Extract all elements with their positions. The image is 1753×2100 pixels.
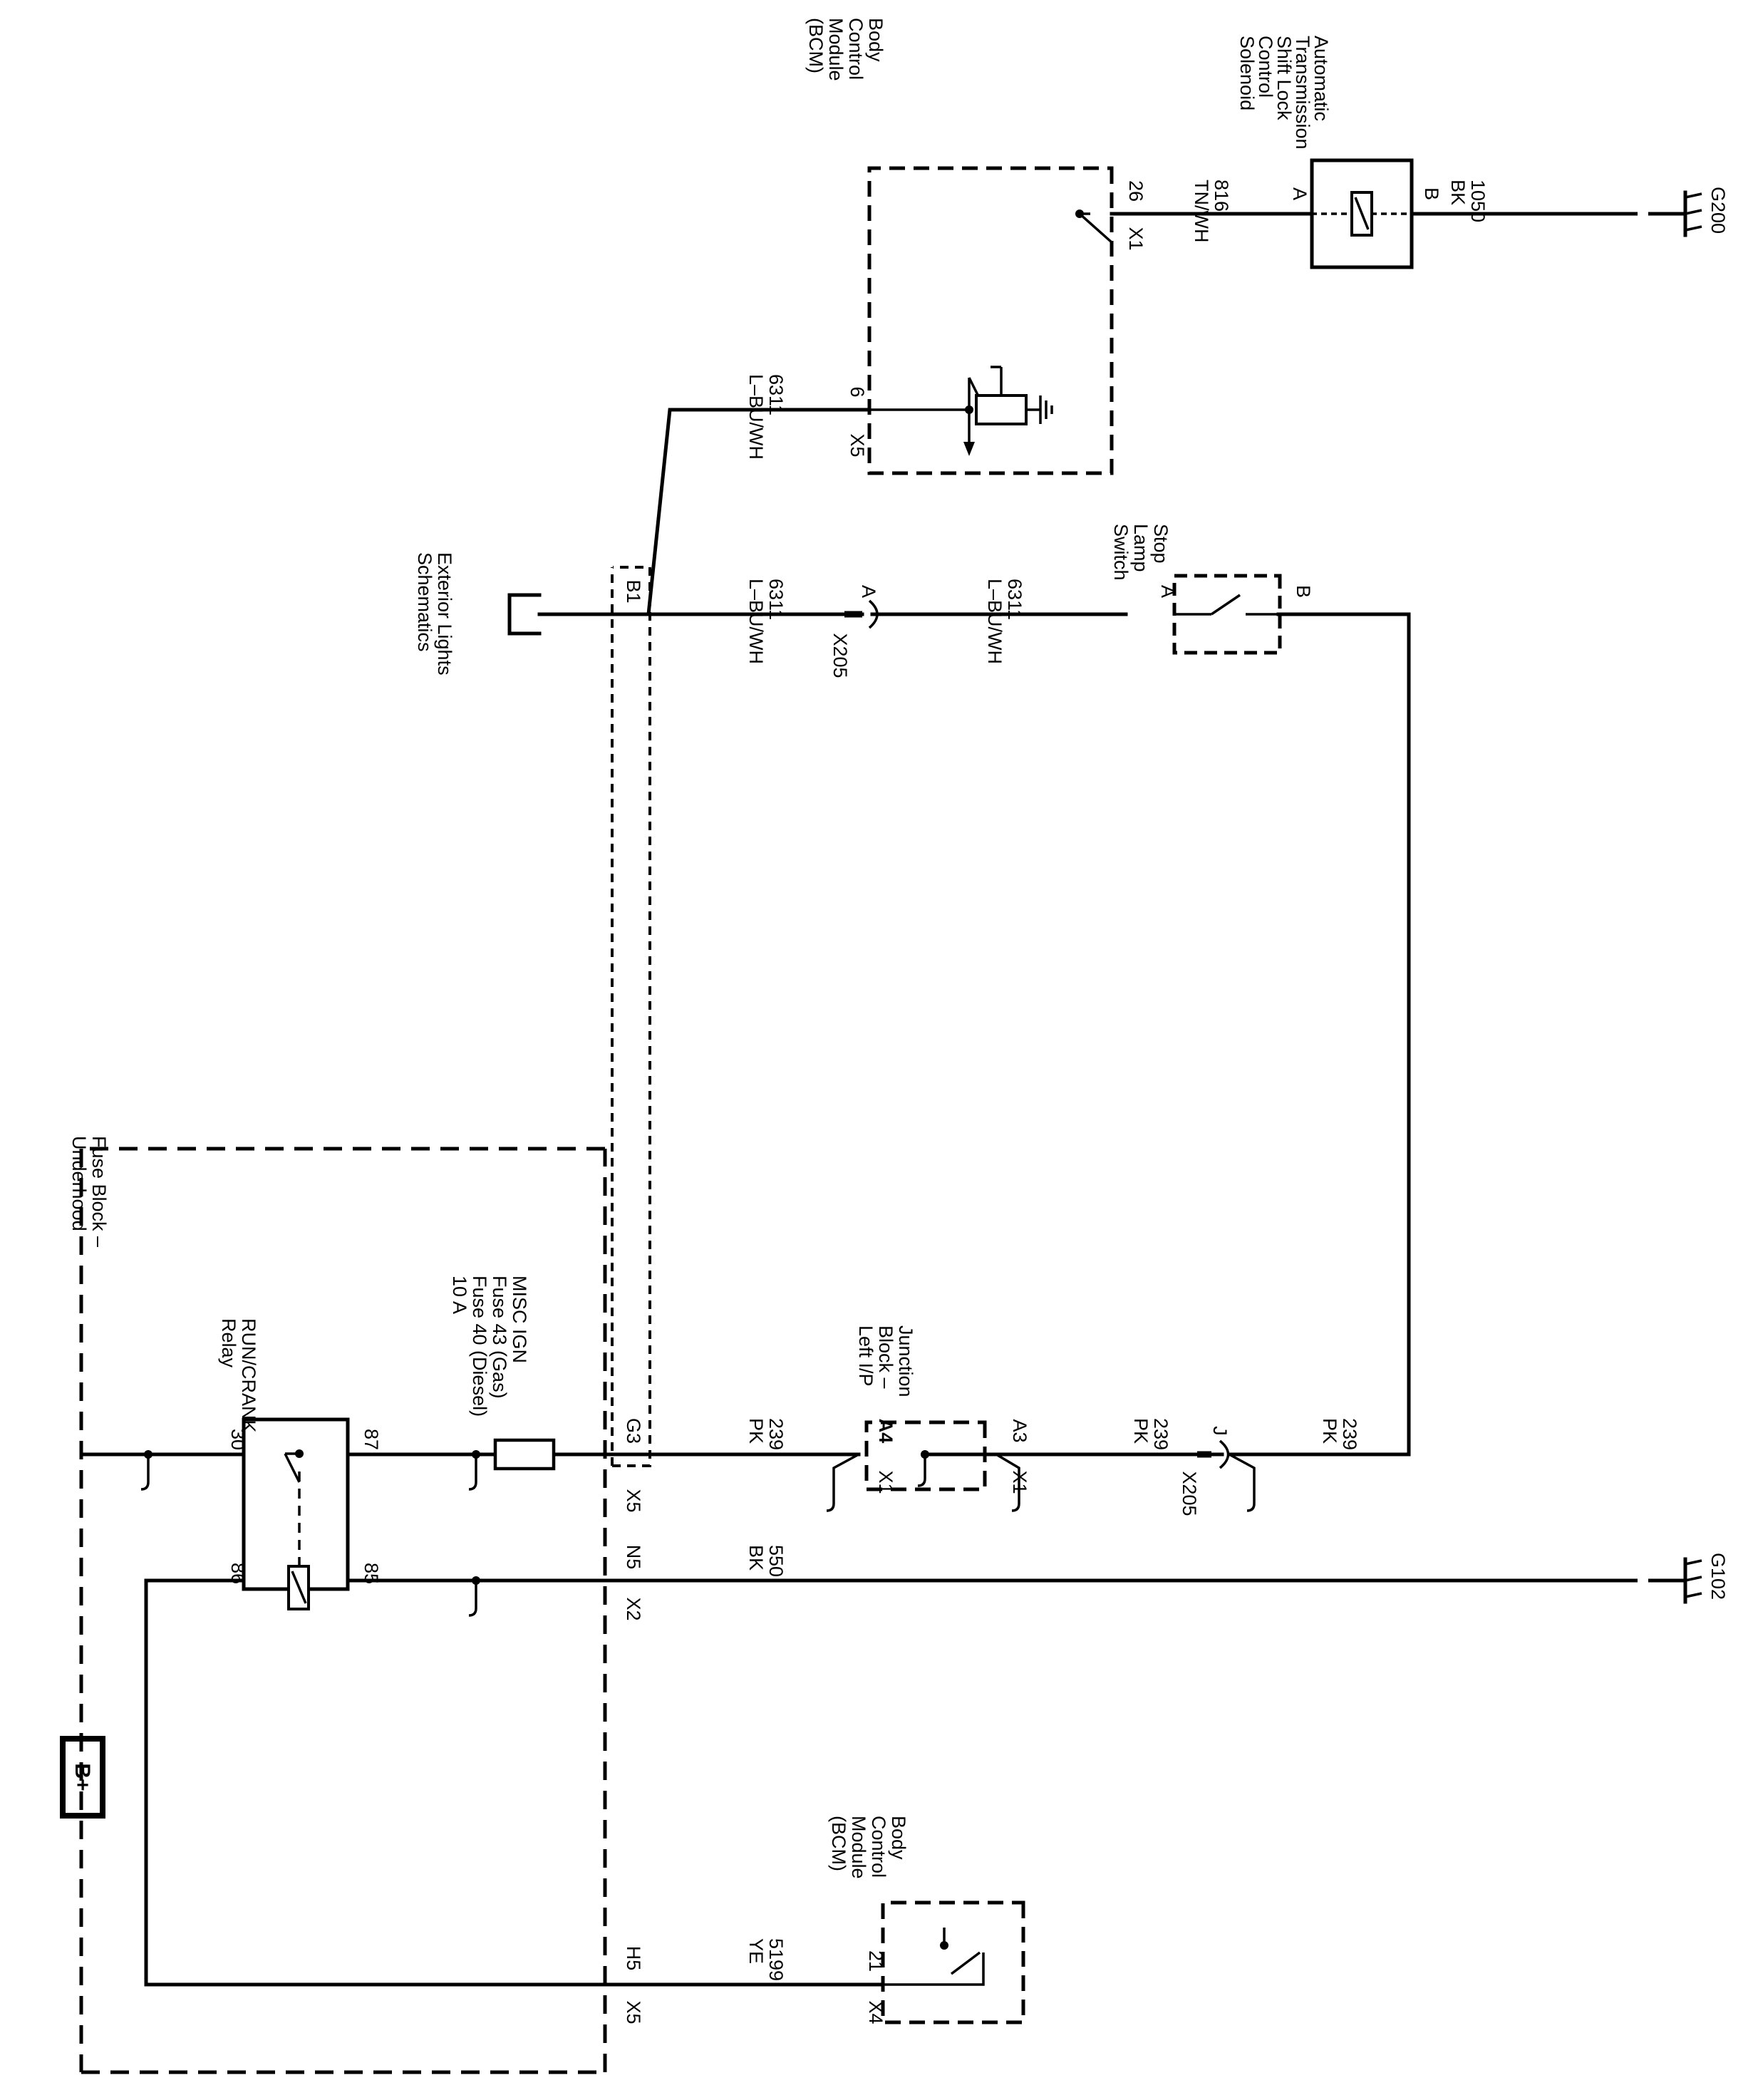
ground-g102-icon <box>1665 1557 1702 1604</box>
ground-g102-label: G102 <box>1707 1553 1729 1600</box>
conn-x5-top: X5 <box>623 1489 644 1512</box>
bcm-top-x1: X1 <box>1125 227 1147 250</box>
splice-85 <box>468 1576 480 1617</box>
fuse-block-internal-link <box>611 566 651 1467</box>
ground-g200-icon <box>1665 190 1702 237</box>
bcm-top-module <box>867 166 1114 475</box>
wire-6311-1: 6311 L–BU/WH <box>745 579 787 664</box>
conn-x2: X2 <box>623 1597 644 1620</box>
solenoid-coil-icon <box>1311 191 1412 237</box>
wire-239-pk-3: 239 PK <box>1319 1418 1360 1456</box>
conn-n5: N5 <box>623 1545 644 1570</box>
bcm-bottom-pin-21: 21 <box>865 1950 886 1972</box>
bcm-top-x5: X5 <box>847 433 868 457</box>
stop-lamp-pin-b: B <box>1293 585 1314 598</box>
splice-fuse <box>468 1450 480 1491</box>
conn-b1: B1 <box>623 579 644 603</box>
wire-6311-3: 6311 L–BU/WH <box>745 374 787 460</box>
bcm-bottom-switch <box>883 1928 985 1986</box>
wire-816-tnwh: 816 TN/WH <box>1191 180 1232 242</box>
bcm-top-input-circuit <box>866 366 1053 456</box>
stop-lamp-pin-a: A <box>1157 585 1179 598</box>
junction-pin-a3: A3 <box>1009 1419 1030 1442</box>
x205-upper-name: X205 <box>829 633 851 678</box>
bcm-bottom-label: Body Control Module (BCM) <box>828 1816 909 1884</box>
junction-ground-left <box>826 1453 859 1512</box>
conn-g3: G3 <box>623 1418 644 1444</box>
x205-lower-pin: J <box>1209 1426 1231 1436</box>
stop-lamp-switch <box>1172 574 1282 655</box>
relay-label: RUN/CRANK Relay <box>218 1318 259 1438</box>
bcm-top-pin-26: 26 <box>1125 180 1147 202</box>
conn-x5-bottom: X5 <box>623 2000 644 2024</box>
bcm-bottom-module <box>881 1900 1025 2024</box>
exterior-lights-ref-icon <box>507 593 542 636</box>
wire-1050-bk: 1050 BK <box>1447 180 1489 228</box>
junction-ground-right <box>996 1453 1020 1512</box>
junction-pin-x1-left: X1 <box>875 1470 896 1494</box>
x205-upper-pin: A <box>858 585 879 598</box>
relay-coil-icon <box>287 1565 310 1610</box>
solenoid-label: Automatic Transmission Shift Lock Contro… <box>1236 36 1332 155</box>
exterior-lights-label: Exterior Lights Schematics <box>414 552 455 681</box>
junction-block-left-ip <box>864 1420 987 1491</box>
bcm-top-pin-6: 6 <box>847 386 868 397</box>
stop-lamp-label: Stop Lamp Switch <box>1110 524 1172 581</box>
bcm-top-output-switch <box>1075 210 1113 244</box>
wire-239-pk-2: 239 PK <box>1130 1418 1172 1456</box>
bcm-top-label: Body Control Module (BCM) <box>805 18 886 86</box>
junction-splice <box>917 1450 929 1487</box>
junction-block-label: Junction Block – Left I/P <box>855 1325 916 1402</box>
junction-pin-x1-right: X1 <box>1009 1470 1030 1494</box>
x205-connector-upper <box>844 599 879 629</box>
fuse-block-label: Fuse Block – Underhood <box>68 1136 110 1253</box>
wire-550-bk: 550 BK <box>745 1545 787 1583</box>
run-crank-relay <box>242 1417 350 1591</box>
relay-pin-30: 30 <box>227 1429 249 1450</box>
x205-lower-name: X205 <box>1179 1471 1200 1516</box>
wire-86-to-bcm <box>144 1578 885 1987</box>
x205-connector-lower <box>1197 1439 1256 1512</box>
ground-g200-label: G200 <box>1707 187 1729 234</box>
solenoid-pin-b: B <box>1421 187 1442 200</box>
wire-b1-to-bcm <box>646 408 868 616</box>
stop-lamp-switch-contacts <box>1176 594 1278 616</box>
misc-ign-fuse-icon <box>493 1438 556 1471</box>
wire-239-pk-1: 239 PK <box>745 1418 787 1456</box>
wire-5199-ye: 5199 YE <box>745 1938 787 1987</box>
splice-bplus <box>140 1450 152 1491</box>
feed-wire-x205-stoplamp <box>1227 612 1411 1457</box>
wire-6311-2: 6311 L–BU/WH <box>984 579 1025 664</box>
solenoid-pin-a: A <box>1289 187 1310 200</box>
conn-h5: H5 <box>623 1946 644 1971</box>
fuse-label: MISC IGN Fuse 43 (Gas) Fuse 40 (Diesel) … <box>449 1276 530 1422</box>
junction-pin-a4: A4 <box>875 1419 896 1444</box>
bcm-bottom-x4: X4 <box>865 2000 886 2024</box>
relay-pin-87: 87 <box>361 1429 382 1450</box>
